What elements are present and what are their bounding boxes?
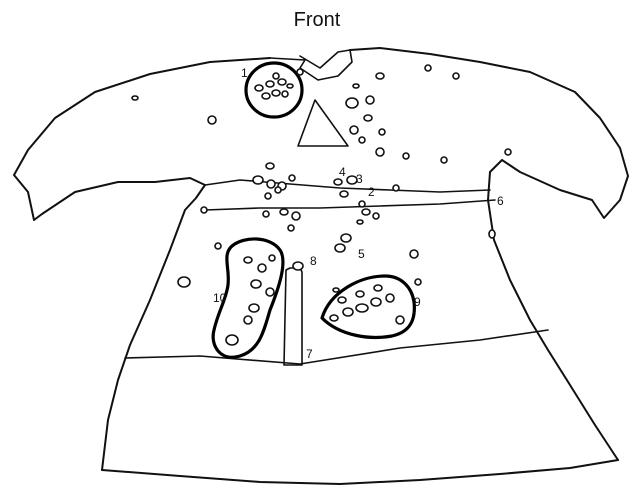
spot xyxy=(489,230,495,238)
spot xyxy=(359,137,365,143)
spot xyxy=(249,304,259,312)
spot xyxy=(335,244,345,252)
spot xyxy=(215,243,221,249)
spot xyxy=(453,73,459,79)
spot xyxy=(287,84,293,88)
spot xyxy=(267,180,275,188)
spot xyxy=(357,220,363,224)
spot xyxy=(297,69,303,75)
spot xyxy=(244,257,252,263)
spot xyxy=(350,126,358,134)
spot xyxy=(293,262,303,270)
spot xyxy=(280,209,288,215)
spot xyxy=(396,316,404,324)
label-10: 10 xyxy=(213,291,227,305)
spot xyxy=(251,280,261,288)
spot xyxy=(266,288,274,296)
spot xyxy=(178,277,190,287)
hem-line xyxy=(102,460,618,484)
spot xyxy=(346,98,358,108)
spot xyxy=(441,157,447,163)
spot xyxy=(262,93,270,99)
spot xyxy=(269,255,275,261)
spot xyxy=(132,96,138,100)
left-sleeve-and-shoulder xyxy=(14,58,270,220)
outlined-regions xyxy=(213,63,414,357)
spot xyxy=(415,279,421,285)
spot xyxy=(330,315,338,321)
spot xyxy=(273,73,279,79)
spot xyxy=(282,91,288,97)
spot xyxy=(362,209,370,215)
label-3: 3 xyxy=(356,172,363,186)
spot xyxy=(266,163,274,169)
spot xyxy=(263,211,269,217)
spot xyxy=(253,176,263,184)
label-1: 1 xyxy=(241,66,248,80)
spot xyxy=(266,81,274,87)
garment-outline xyxy=(14,48,628,484)
hem-band-top xyxy=(125,330,548,364)
label-6: 6 xyxy=(497,194,504,208)
spot xyxy=(340,191,348,197)
spot xyxy=(364,115,372,121)
label-9: 9 xyxy=(414,295,421,309)
spot xyxy=(265,193,271,199)
spot xyxy=(226,335,238,345)
spot xyxy=(376,148,384,156)
spot xyxy=(356,291,364,297)
spot xyxy=(289,175,295,181)
spot xyxy=(403,153,409,159)
spot xyxy=(272,90,280,96)
spot xyxy=(386,294,394,302)
spot xyxy=(353,84,359,88)
spot xyxy=(356,304,368,312)
spot xyxy=(341,234,351,242)
spot xyxy=(359,201,365,207)
spot xyxy=(288,225,294,231)
spot xyxy=(379,129,385,135)
spot xyxy=(255,85,263,91)
spot xyxy=(366,96,374,104)
spot xyxy=(376,73,384,79)
spot xyxy=(373,213,379,219)
spot xyxy=(393,185,399,191)
spot xyxy=(338,297,346,303)
spot xyxy=(201,207,207,213)
label-2: 2 xyxy=(368,185,375,199)
spot xyxy=(292,212,300,220)
left-side-seam xyxy=(102,185,205,470)
spot xyxy=(208,116,216,124)
spot xyxy=(334,179,342,185)
right-side-seam xyxy=(488,172,618,460)
label-7: 7 xyxy=(306,347,313,361)
spot xyxy=(278,79,286,85)
label-4: 4 xyxy=(339,165,346,179)
label-5: 5 xyxy=(358,247,365,261)
spot xyxy=(244,316,252,324)
spot xyxy=(410,250,418,258)
diagram-title: Front xyxy=(294,9,341,31)
spot xyxy=(425,65,431,71)
spot xyxy=(258,264,266,272)
spot xyxy=(275,187,281,193)
spot xyxy=(505,149,511,155)
spot xyxy=(371,298,381,306)
spot xyxy=(343,308,353,316)
front-placket xyxy=(284,268,302,365)
spot xyxy=(333,288,339,292)
spot xyxy=(374,285,382,291)
neckline-triangle xyxy=(298,100,348,146)
label-8: 8 xyxy=(310,254,317,268)
